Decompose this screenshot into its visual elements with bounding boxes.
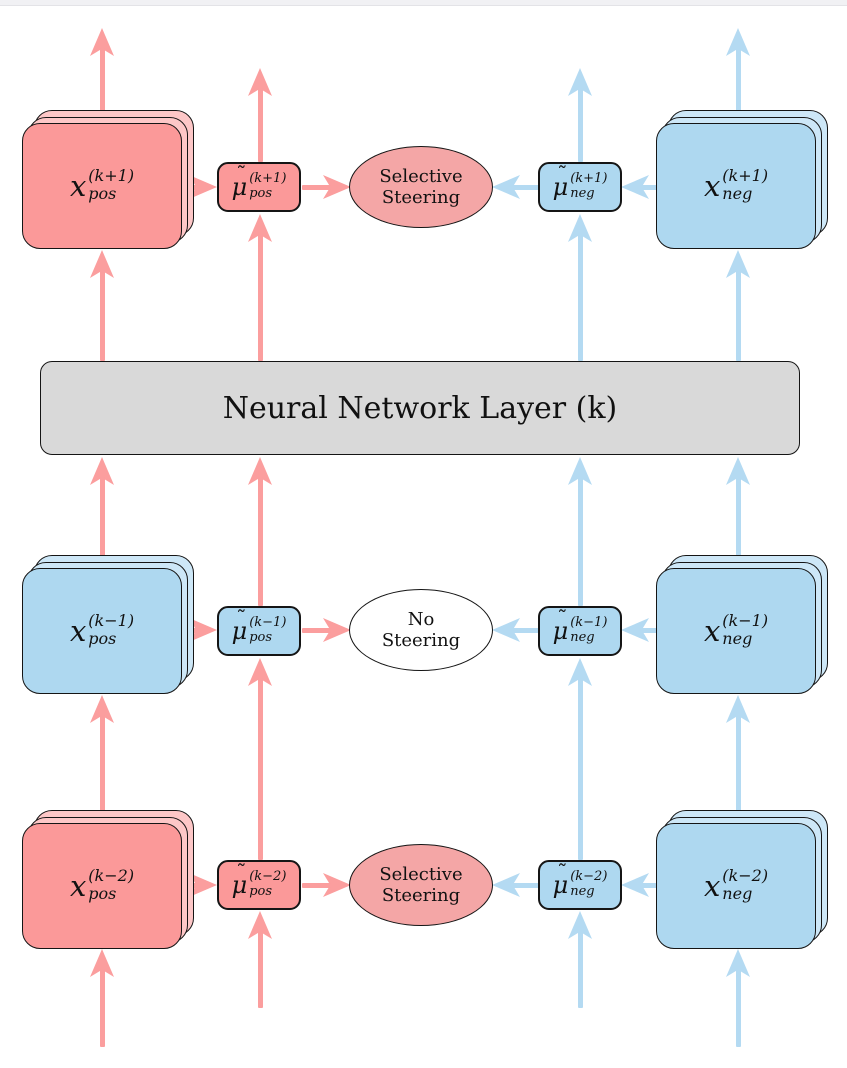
flow-arrow-up <box>90 28 114 123</box>
flow-arrow-up <box>568 658 592 860</box>
flow-arrow-up <box>568 214 592 361</box>
ellipse-label-line: Selective <box>379 864 463 885</box>
mu-neg-k-minus-2-box: μ˜(k−2)neg <box>538 860 622 910</box>
mu-neg-k-minus-1-box: μ˜(k−1)neg <box>538 606 622 656</box>
x-pos-k-minus-2-stack: x(k−2)pos <box>22 810 194 949</box>
mu-neg-k-plus-1-box: μ˜(k+1)neg <box>538 162 622 212</box>
stack-front-layer: x(k+1)neg <box>656 123 816 249</box>
selective-steering-ellipse-k-minus-2: Selective Steering <box>349 844 493 926</box>
flow-arrow-right <box>302 175 351 199</box>
selective-steering-ellipse-k-plus-1: Selective Steering <box>349 146 493 228</box>
x-pos-k-minus-1-stack: x(k−1)pos <box>22 555 194 694</box>
x-pos-k-plus-1-stack: x(k+1)pos <box>22 110 194 249</box>
flow-arrow-up <box>90 695 114 823</box>
mu-pos-k-minus-2-label: μ˜(k−2)pos <box>231 860 287 899</box>
flow-arrow-left <box>492 175 539 199</box>
x-neg-k-minus-1-stack: x(k−1)neg <box>656 555 828 694</box>
stack-front-layer: x(k−1)neg <box>656 568 816 694</box>
x-neg-k-minus-1-label: x(k−1)neg <box>703 611 769 648</box>
flow-arrow-up <box>726 695 750 823</box>
mu-pos-k-minus-1-box: μ˜(k−1)pos <box>217 606 301 656</box>
flow-arrow-up <box>248 911 272 1008</box>
stack-front-layer: x(k−2)neg <box>656 823 816 949</box>
x-pos-k-minus-1-label: x(k−1)pos <box>69 611 135 648</box>
flow-arrow-up <box>248 68 272 162</box>
x-neg-k-plus-1-label: x(k+1)neg <box>703 166 769 203</box>
stack-front-layer: x(k−1)pos <box>22 568 182 694</box>
flow-arrow-up <box>248 214 272 361</box>
flow-arrow-up <box>726 28 750 123</box>
neural-network-layer-label: Neural Network Layer (k) <box>222 390 618 426</box>
ellipse-label-line: Steering <box>381 187 461 208</box>
flow-arrow-up <box>248 658 272 860</box>
mu-neg-k-minus-1-label: μ˜(k−1)neg <box>552 606 608 645</box>
neural-network-layer-box: Neural Network Layer (k) <box>40 361 800 455</box>
mu-neg-k-minus-2-label: μ˜(k−2)neg <box>552 860 608 899</box>
ellipse-label-line: Steering <box>381 885 461 906</box>
no-steering-ellipse-k-minus-1: No Steering <box>349 589 493 671</box>
x-neg-k-minus-2-stack: x(k−2)neg <box>656 810 828 949</box>
flow-arrow-up <box>726 949 750 1047</box>
flow-arrow-up <box>726 250 750 361</box>
flow-arrow-left <box>621 175 658 199</box>
flow-arrow-up <box>90 457 114 568</box>
x-neg-k-minus-2-label: x(k−2)neg <box>703 866 769 903</box>
mu-pos-k-plus-1-box: μ˜(k+1)pos <box>217 162 301 212</box>
flow-arrow-right <box>302 618 351 642</box>
flow-arrow-left <box>621 618 658 642</box>
flow-arrow-up <box>568 911 592 1008</box>
flow-arrow-left <box>492 873 539 897</box>
flow-arrow-up <box>248 457 272 606</box>
flow-arrow-left <box>492 618 539 642</box>
ellipse-label-line: No <box>407 609 435 630</box>
x-pos-k-minus-2-label: x(k−2)pos <box>69 866 135 903</box>
flow-arrow-up <box>90 949 114 1047</box>
flow-arrow-up <box>568 457 592 606</box>
window-top-strip <box>0 0 847 6</box>
flow-arrow-up <box>726 457 750 568</box>
stack-front-layer: x(k+1)pos <box>22 123 182 249</box>
x-neg-k-plus-1-stack: x(k+1)neg <box>656 110 828 249</box>
flow-arrow-up <box>90 250 114 361</box>
mu-pos-k-minus-1-label: μ˜(k−1)pos <box>231 606 287 645</box>
flow-arrow-up <box>568 68 592 162</box>
mu-pos-k-minus-2-box: μ˜(k−2)pos <box>217 860 301 910</box>
mu-pos-k-plus-1-label: μ˜(k+1)pos <box>231 162 287 201</box>
flow-arrow-right <box>302 873 351 897</box>
stack-front-layer: x(k−2)pos <box>22 823 182 949</box>
mu-neg-k-plus-1-label: μ˜(k+1)neg <box>552 162 608 201</box>
ellipse-label-line: Steering <box>381 630 461 651</box>
x-pos-k-plus-1-label: x(k+1)pos <box>69 166 135 203</box>
flow-arrow-left <box>621 873 658 897</box>
ellipse-label-line: Selective <box>379 166 463 187</box>
